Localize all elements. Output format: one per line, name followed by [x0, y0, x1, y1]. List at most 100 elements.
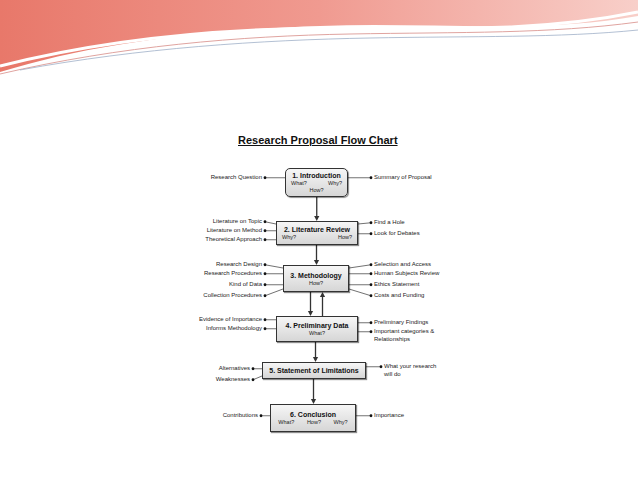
- box-heading: 4. Preliminary Data: [282, 321, 352, 330]
- annotation-label: Research Question: [211, 174, 262, 182]
- leader-dot: [264, 294, 267, 297]
- annotation-label: Evidence of Importance: [199, 316, 262, 324]
- leader-line: [265, 273, 283, 274]
- arrow-shaft: [316, 197, 317, 217]
- box-heading: 2. Literature Review: [282, 225, 352, 234]
- leader-line: [265, 239, 276, 240]
- question-row: What? Why?: [291, 180, 342, 187]
- process-box: 4. Preliminary DataWhat?: [276, 316, 358, 342]
- leader-dot: [370, 283, 373, 286]
- process-box: 2. Literature ReviewWhy? How?: [276, 221, 358, 245]
- arrow-shaft: [310, 292, 311, 312]
- question-row: How?: [291, 187, 342, 194]
- leader-dot: [264, 318, 267, 321]
- leader-line: [253, 376, 262, 380]
- question-word: How?: [338, 234, 352, 241]
- swoosh-line: [0, 22, 638, 74]
- leader-dot: [370, 321, 373, 324]
- box-heading: 3. Methodology: [289, 271, 343, 280]
- leader-line: [349, 289, 371, 296]
- annotation-label: Theoretical Approach: [205, 236, 262, 244]
- process-box: 6. ConclusionWhat? How? Why?: [270, 404, 356, 432]
- leader-dot: [264, 283, 267, 286]
- question-row: What? How? Why?: [276, 419, 350, 426]
- leader-dot: [370, 176, 373, 179]
- leader-dot: [370, 272, 373, 275]
- annotation-label: Important categories & Relationships: [374, 328, 446, 343]
- question-word: Why?: [282, 234, 296, 241]
- leader-dot: [370, 221, 373, 224]
- leader-line: [358, 233, 371, 234]
- swoosh-band: [0, 0, 638, 72]
- leader-dot: [370, 263, 373, 266]
- annotation-label: Look for Debates: [374, 230, 420, 238]
- flow-arrow: [320, 292, 325, 316]
- annotation-label: Research Procedures: [204, 270, 262, 278]
- leader-dot: [370, 232, 373, 235]
- arrow-shaft: [313, 379, 314, 400]
- question-word: What?: [278, 419, 294, 426]
- leader-dot: [264, 229, 267, 232]
- flow-arrow: [314, 245, 319, 265]
- annotation-label: Contributions: [223, 412, 258, 420]
- process-box: 3. MethodologyHow?: [283, 265, 349, 292]
- leader-line: [265, 284, 283, 285]
- annotation-label: Collection Procedures: [203, 292, 262, 300]
- annotation-label: Informs Methodology: [206, 325, 262, 333]
- leader-line: [348, 177, 371, 178]
- box-heading: 5. Statement of Limitations: [268, 366, 360, 375]
- arrow-shaft: [322, 297, 323, 317]
- question-row: What?: [282, 330, 352, 337]
- leader-line: [265, 265, 283, 268]
- question-word: How?: [307, 419, 321, 426]
- leader-dot: [264, 176, 267, 179]
- annotation-label: Ethics Statement: [374, 281, 419, 289]
- annotation-label: Importance: [374, 412, 404, 420]
- leader-dot: [264, 220, 267, 223]
- question-word: Why?: [334, 419, 348, 426]
- question-word: How?: [309, 280, 323, 287]
- annotation-label: Literature on Method: [207, 227, 262, 235]
- annotation-label: Preliminary Findings: [374, 319, 428, 327]
- annotation-label: Selection and Access: [374, 261, 431, 269]
- leader-dot: [380, 365, 383, 368]
- leader-line: [349, 265, 371, 268]
- leader-dot: [260, 414, 263, 417]
- annotation-label: Costs and Funding: [374, 292, 424, 300]
- leader-line: [265, 230, 276, 231]
- leader-dot: [252, 367, 255, 370]
- leader-line: [265, 177, 285, 178]
- question-word: What?: [291, 180, 307, 187]
- flow-arrow: [314, 197, 319, 221]
- arrow-shaft: [316, 245, 317, 261]
- flow-arrow: [308, 292, 313, 316]
- leader-dot: [370, 330, 373, 333]
- leader-line: [265, 222, 276, 224]
- leader-dot: [264, 272, 267, 275]
- question-word: Why?: [328, 180, 342, 187]
- annotation-label: Alternatives: [219, 365, 250, 373]
- leader-line: [349, 273, 371, 274]
- annotation-label: Literature on Topic: [213, 218, 262, 226]
- question-row: How?: [289, 280, 343, 287]
- leader-dot: [370, 414, 373, 417]
- leader-line: [265, 319, 276, 320]
- annotation-label: Research Design: [216, 261, 262, 269]
- annotation-label: What your research will do: [384, 363, 438, 378]
- leader-line: [265, 328, 276, 329]
- annotation-label: Weaknesses: [216, 376, 250, 384]
- leader-dot: [264, 263, 267, 266]
- arrow-head: [320, 292, 325, 297]
- annotation-label: Human Subjects Review: [374, 270, 439, 278]
- box-heading: 1. Introduction: [291, 171, 342, 180]
- question-row: Why? How?: [282, 234, 352, 241]
- leader-dot: [370, 294, 373, 297]
- leader-line: [358, 223, 371, 224]
- box-heading: 6. Conclusion: [276, 410, 350, 419]
- leader-dot: [264, 238, 267, 241]
- leader-line: [349, 284, 371, 285]
- arrow-shaft: [315, 342, 316, 358]
- leader-dot: [264, 327, 267, 330]
- annotation-label: Summary of Proposal: [374, 174, 432, 182]
- process-box: 1. IntroductionWhat? Why?How?: [285, 168, 348, 197]
